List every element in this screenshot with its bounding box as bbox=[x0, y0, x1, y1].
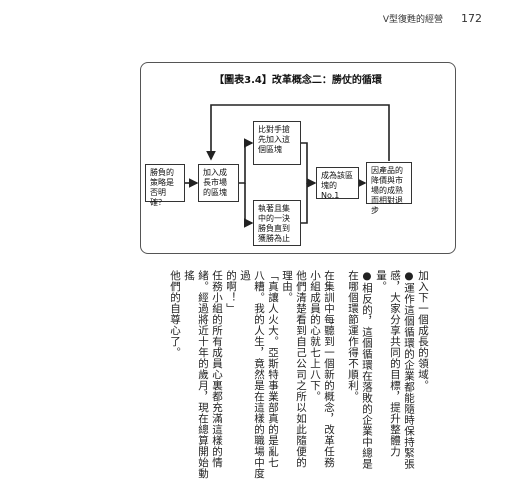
body-line: 理由。 bbox=[281, 270, 293, 303]
node-number-one: 成為該區塊的No.1 bbox=[316, 167, 359, 200]
body-text: 加入下一個成長的領域。 ●運作這個循環的企業都能隨時保持緊張 感，大家分享共同的… bbox=[168, 270, 430, 485]
body-line: ●運作這個循環的企業都能隨時保持緊張 bbox=[403, 270, 415, 470]
body-line: 在哪個環節運作得不順利。 bbox=[347, 270, 359, 402]
body-line: ●相反的，這個循環在落敗的企業中總是 bbox=[361, 270, 373, 470]
body-line: 「真讓人火大。亞斯特事業部真的是亂七 bbox=[267, 270, 279, 468]
body-line: 緒。經過將近十年的歲月，現在總算開始動搖 bbox=[183, 270, 209, 479]
body-line: 量。 bbox=[375, 270, 387, 292]
page-header: V型復甦的經營 172 bbox=[383, 10, 482, 26]
body-line: 感，大家分享共同的目標，提升整體力 bbox=[389, 270, 401, 457]
body-line: 他們清楚看到自己公司之所以如此隨便的 bbox=[295, 270, 307, 468]
arrow-loop-back bbox=[206, 104, 390, 161]
node-number-one-label: 成為該區塊的No.1 bbox=[321, 171, 353, 200]
book-title: V型復甦的經營 bbox=[382, 14, 443, 25]
arrow-compete-to-one bbox=[301, 142, 317, 188]
body-line: 的啊！」 bbox=[225, 270, 237, 314]
paragraph-gap bbox=[336, 270, 346, 485]
node-focus: 執著且集中的一決勝負直到獲勝為止 bbox=[253, 200, 301, 246]
body-line: 在集訓中每聽到一個新的概念，改革任務 bbox=[323, 270, 335, 468]
flow-arrows bbox=[185, 104, 390, 228]
arrow-focus-to-one bbox=[301, 183, 308, 224]
body-line: 他們的自尊心了。 bbox=[169, 270, 181, 358]
node-join-market-label: 加入成長市場的區塊 bbox=[203, 168, 227, 197]
body-line: 八糟。我的人生，竟然是在這樣的職場中度過 bbox=[239, 270, 265, 479]
node-strategy: 勝負的策略是否明確？ bbox=[145, 164, 185, 207]
node-compete-first-label: 比對手搶先加入這個區塊 bbox=[258, 125, 290, 154]
node-strategy-label: 勝負的策略是否明確？ bbox=[150, 168, 174, 207]
body-line: 加入下一個成長的領域。 bbox=[417, 270, 429, 391]
node-compete-first: 比對手搶先加入這個區塊 bbox=[253, 121, 301, 165]
figure-title: 【圖表3.4】改革概念二：勝仗的循環 bbox=[214, 75, 382, 86]
page-number: 172 bbox=[461, 11, 482, 25]
node-focus-label: 執著且集中的一決勝負直到獲勝為止 bbox=[258, 204, 290, 243]
arrow-join-to-focus bbox=[244, 183, 254, 228]
arrow-join-to-compete bbox=[239, 138, 254, 184]
figure-3-4: 【圖表3.4】改革概念二：勝仗的循環 勝負的策略是否明確？ 加入成長市場的區塊 … bbox=[140, 62, 456, 254]
node-join-market: 加入成長市場的區塊 bbox=[198, 164, 239, 202]
node-cost-down-label: 因產品的降價與市場的成熟而相對退步 bbox=[371, 166, 403, 215]
body-line: 小組成員的心就七上八下。 bbox=[309, 270, 321, 402]
body-line: 任務小組的所有成員心裏都充滿這樣的情 bbox=[211, 270, 223, 468]
node-cost-down: 因產品的降價與市場的成熟而相對退步 bbox=[366, 162, 412, 215]
